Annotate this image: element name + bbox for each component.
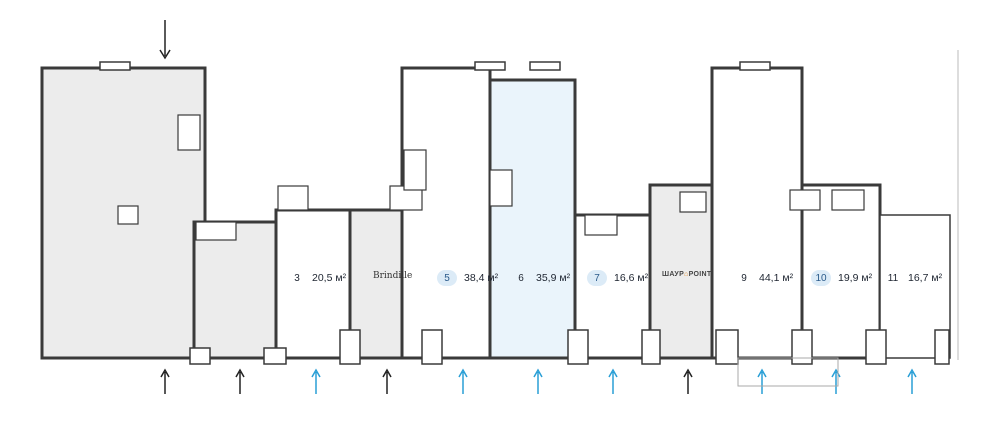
- unit-area: 44,1 м²: [759, 272, 794, 284]
- room-9[interactable]: [710, 66, 804, 360]
- unit-area: 19,9 м²: [838, 272, 873, 284]
- unit-11-label[interactable]: 11 16,7 м²: [885, 270, 942, 286]
- room-3[interactable]: [274, 208, 352, 360]
- unit-7-label[interactable]: 7 16,6 м²: [587, 270, 648, 286]
- unit-3-label[interactable]: 3 20,5 м²: [289, 270, 346, 286]
- arrow-occupied: [160, 368, 693, 394]
- unit-number: 9: [741, 272, 747, 284]
- unit-area: 16,6 м²: [614, 272, 649, 284]
- unit-area: 35,9 м²: [536, 272, 571, 284]
- logo-right: POINT: [688, 271, 712, 278]
- unit-10-label[interactable]: 10 19,9 м²: [811, 270, 872, 286]
- columns: [99, 61, 950, 365]
- brindille-logo: Brindille: [373, 271, 413, 281]
- unit-number: 3: [294, 272, 300, 284]
- logo-left: ШАУР: [662, 271, 685, 278]
- unit-9-label[interactable]: 9 44,1 м²: [736, 270, 793, 286]
- bathrooms: [117, 114, 865, 241]
- unit-number: 5: [437, 270, 457, 286]
- unit-6-label[interactable]: 6 35,9 м²: [513, 270, 570, 286]
- room-10[interactable]: [800, 183, 882, 360]
- logo-house-icon: ⌂: [684, 271, 689, 278]
- unit-number: 10: [811, 270, 831, 286]
- unit-5-label[interactable]: 5 38,4 м²: [437, 270, 498, 286]
- room-2[interactable]: [192, 220, 278, 360]
- unit-area: 38,4 м²: [464, 272, 499, 284]
- entrance-arrows: [159, 20, 917, 394]
- rooms: [40, 66, 951, 360]
- unit-number: 11: [887, 272, 899, 284]
- shaurpoint-logo: ШАУР⌂POINT: [662, 271, 711, 278]
- arrow-free: [311, 368, 917, 394]
- unit-number: 6: [518, 272, 524, 284]
- unit-number: 7: [587, 270, 607, 286]
- unit-area: 20,5 м²: [312, 272, 347, 284]
- unit-area: 16,7 м²: [908, 272, 943, 284]
- room-5[interactable]: [400, 66, 492, 360]
- room-6[interactable]: [488, 78, 577, 360]
